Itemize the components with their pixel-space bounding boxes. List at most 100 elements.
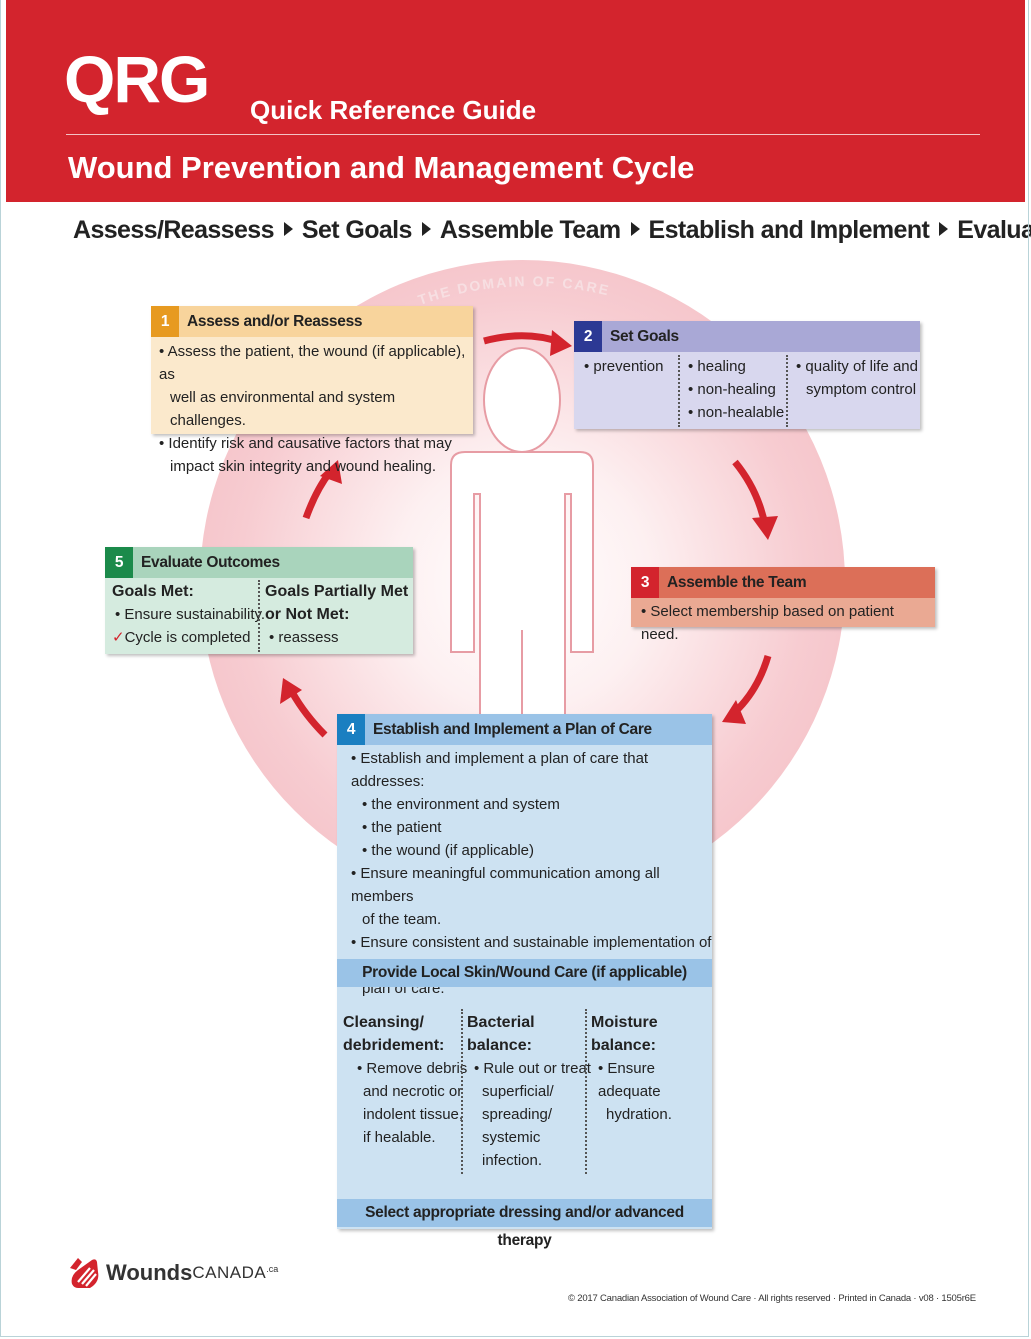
arrow-2-to-3-icon	[732, 459, 769, 526]
text-line: infection.	[482, 1152, 543, 1169]
qrg-logo-text: QRG	[64, 42, 210, 116]
hand-logo-icon	[70, 1258, 99, 1288]
step-number-badge: 4	[337, 714, 365, 745]
step-establish: Establish and Implement	[648, 216, 930, 244]
care-col-cleansing: Cleansing/ debridement: • Remove debris …	[343, 1011, 467, 1149]
text-line: • Identify risk and causative factors th…	[159, 435, 452, 452]
arrow-5-to-1-icon	[302, 469, 333, 520]
column-heading: balance:	[467, 1037, 532, 1054]
triangle-right-icon	[283, 222, 293, 237]
arrow-4-to-5-icon	[288, 690, 328, 738]
care-col-moisture: Moisture balance: • Ensure adequate hydr…	[591, 1011, 712, 1126]
text-line: • healing	[688, 358, 746, 375]
text-line: of the team.	[362, 911, 442, 928]
step-number-badge: 5	[105, 547, 133, 578]
text-line: and necrotic or	[363, 1083, 463, 1100]
dotted-divider	[786, 355, 788, 427]
goals-col-3: • quality of life and symptom control	[796, 355, 918, 401]
arrow-1-to-2-icon	[483, 332, 562, 346]
box-title: Evaluate Outcomes	[141, 554, 280, 571]
text-line: • Establish and implement a plan of care…	[351, 750, 649, 790]
text-line: • Ensure adequate	[598, 1060, 661, 1100]
box-body: • Establish and implement a plan of care…	[337, 745, 712, 1000]
text-line: impact skin integrity and wound healing.	[170, 458, 436, 475]
local-care-subheader: Provide Local Skin/Wound Care (if applic…	[337, 959, 712, 987]
column-heading: Goals Partially Met	[265, 583, 409, 600]
text-line: ✓Cycle is completed	[112, 626, 265, 649]
logo-word-wounds: Wounds	[106, 1260, 193, 1285]
qrg-subtitle: Quick Reference Guide	[250, 95, 537, 125]
text-line: • Rule out or treat	[474, 1060, 591, 1077]
step-number-badge: 2	[574, 321, 602, 352]
step-evaluate: Evaluate	[957, 216, 1031, 244]
text-line: • the environment and system	[362, 796, 560, 813]
goals-met-col: Goals Met: • Ensure sustainability. ✓Cyc…	[112, 580, 265, 649]
logo-domain-suffix: .ca	[266, 1264, 279, 1274]
box-title: Assemble the Team	[667, 574, 807, 591]
cycle-completed-text: Cycle is completed	[124, 629, 251, 646]
text-line: • Ensure meaningful communication among …	[351, 865, 660, 905]
arrow-3-to-4-icon	[732, 654, 772, 715]
goals-col-1: • prevention	[584, 355, 663, 378]
box-title: Assess and/or Reassess	[187, 313, 363, 330]
text-line: • non-healable	[688, 404, 785, 421]
box-header: 1 Assess and/or Reassess	[151, 306, 473, 337]
text-line: • prevention	[584, 358, 664, 375]
text-line: symptom control	[806, 381, 917, 398]
triangle-right-icon	[939, 222, 949, 237]
goals-col-2: • healing • non-healing • non-healable	[688, 355, 784, 424]
text-line: • the patient	[362, 819, 442, 836]
triangle-right-icon	[630, 222, 640, 237]
column-heading: balance:	[591, 1037, 656, 1054]
text-line: • Assess the patient, the wound (if appl…	[159, 343, 466, 383]
box-header: 2 Set Goals	[574, 321, 920, 352]
text-line: indolent tissue,	[363, 1106, 464, 1123]
text-line: hydration.	[606, 1106, 672, 1123]
column-heading: or Not Met:	[265, 606, 350, 623]
column-heading: debridement:	[343, 1037, 445, 1054]
header-banner	[6, 0, 1025, 202]
dotted-divider	[461, 1009, 463, 1174]
domain-of-care-label: THE DOMAIN OF CARE	[416, 273, 612, 308]
text-line: • Ensure sustainability.	[115, 606, 266, 623]
text-line: superficial/	[482, 1083, 554, 1100]
step-assemble-team: Assemble Team	[439, 216, 621, 244]
box-set-goals: 2 Set Goals • prevention • healing • non-…	[574, 321, 920, 429]
text-line: spreading/	[482, 1106, 553, 1123]
dressing-footer-bar: Select appropriate dressing and/or advan…	[337, 1199, 712, 1249]
column-heading: Cleansing/	[343, 1014, 424, 1031]
dotted-divider	[585, 1009, 587, 1174]
text-line: if healable.	[363, 1129, 436, 1146]
text-line: well as environmental and system challen…	[170, 389, 396, 429]
text-line: • reassess	[269, 629, 339, 646]
care-col-bacterial: Bacterial balance: • Rule out or treat s…	[467, 1011, 591, 1172]
triangle-right-icon	[421, 222, 431, 237]
column-heading: Bacterial	[467, 1014, 535, 1031]
box-evaluate-outcomes: 5 Evaluate Outcomes Goals Met: • Ensure s…	[105, 547, 413, 654]
text-line: • the wound (if applicable)	[362, 842, 535, 859]
logo-word-canada: CANADA	[192, 1263, 267, 1282]
page-title: Wound Prevention and Management Cycle	[68, 150, 695, 185]
box-title: Set Goals	[610, 328, 679, 345]
cycle-arrowheads	[280, 330, 778, 724]
copyright-notice: © 2017 Canadian Association of Wound Car…	[568, 1293, 976, 1304]
dotted-divider	[678, 355, 680, 427]
text-line: • non-healing	[688, 381, 776, 398]
text-line: systemic	[482, 1129, 541, 1146]
checkmark-icon: ✓	[112, 629, 125, 646]
step-number-badge: 1	[151, 306, 179, 337]
box-header: 5 Evaluate Outcomes	[105, 547, 413, 578]
text-line: • Remove debris	[357, 1060, 468, 1077]
person-silhouette-icon	[450, 347, 594, 721]
text-line: • quality of life and	[796, 358, 918, 375]
dotted-divider	[258, 580, 260, 652]
goals-partial-col: Goals Partially Met or Not Met: • reasse…	[265, 580, 408, 649]
box-body: • Assess the patient, the wound (if appl…	[151, 337, 473, 478]
column-heading: Moisture	[591, 1014, 658, 1031]
